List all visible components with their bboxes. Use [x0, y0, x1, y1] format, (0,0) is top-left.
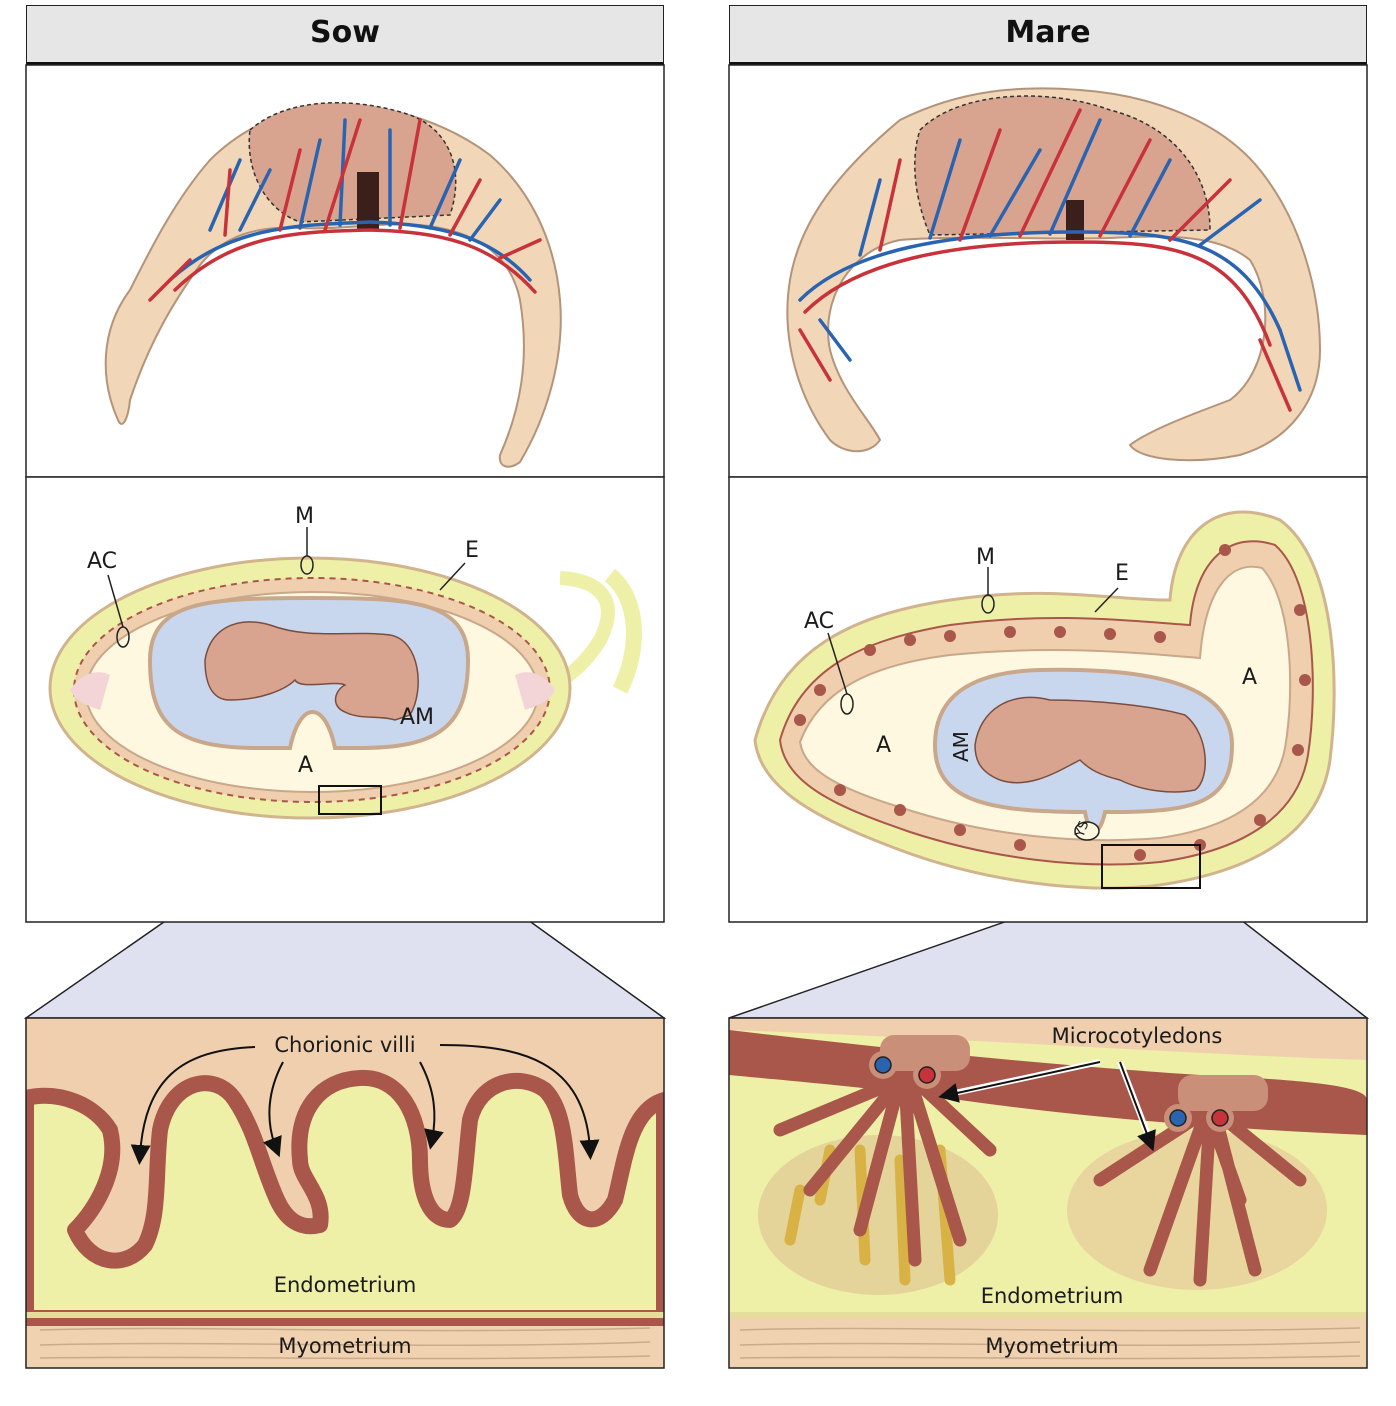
- sow-label-ac: AC: [87, 549, 117, 574]
- mare-label-a1: A: [876, 733, 891, 758]
- mare-callout-arrows: [938, 1061, 1156, 1152]
- sow-fetus: [204, 621, 419, 721]
- mare-umbilical-cord: [1066, 200, 1084, 240]
- mare-label-am: AM: [949, 731, 973, 762]
- sow-label-am: AM: [400, 705, 434, 730]
- sow-label-a: A: [298, 753, 313, 778]
- mare-label-e: E: [1115, 561, 1129, 586]
- mare-callout-microcotyledons: Microcotyledons: [1052, 1024, 1223, 1048]
- sow-cross-section: [48, 527, 642, 820]
- mare-fetus-outline: [914, 95, 1211, 236]
- sow-villi-arrows: [130, 1044, 600, 1165]
- mare-label-a2: A: [1242, 665, 1257, 690]
- mare-vessels-left: [869, 1035, 970, 1089]
- mare-microcotyledon-detail: [729, 1018, 1367, 1368]
- sow-zoom-box: [318, 785, 382, 815]
- mare-microcotyledon-tufts: [794, 544, 1311, 861]
- mare-label-myometrium: Myometrium: [985, 1334, 1118, 1358]
- mare-cross-section: [753, 510, 1336, 890]
- sow-label-m: M: [295, 504, 314, 529]
- mare-fetus: [974, 696, 1206, 793]
- mare-label-m: M: [976, 545, 995, 570]
- mare-label-ys: YS: [1072, 819, 1092, 840]
- mare-microcotyledon-right: [1067, 1130, 1327, 1290]
- sow-label-endometrium: Endometrium: [274, 1273, 417, 1297]
- sow-fetus-outline: [248, 101, 457, 223]
- mare-label-ac: AC: [804, 609, 834, 634]
- sow-villi-detail: [26, 1018, 664, 1368]
- sow-chorioallantois: [104, 101, 562, 468]
- sow-callout-chorionic-villi: Chorionic villi: [274, 1033, 415, 1057]
- sow-label-myometrium: Myometrium: [278, 1334, 411, 1358]
- mare-column-header: Mare: [729, 5, 1367, 65]
- sow-umbilical-cord: [357, 172, 379, 230]
- mare-zoom-box: [1101, 844, 1201, 889]
- mare-vessels-right: [1164, 1075, 1268, 1132]
- mare-label-endometrium: Endometrium: [981, 1284, 1124, 1308]
- mare-yolk-sac: [1074, 821, 1100, 841]
- mare-chorioallantois: [786, 87, 1322, 462]
- sow-column-header: Sow: [26, 5, 664, 65]
- sow-label-e: E: [465, 538, 479, 563]
